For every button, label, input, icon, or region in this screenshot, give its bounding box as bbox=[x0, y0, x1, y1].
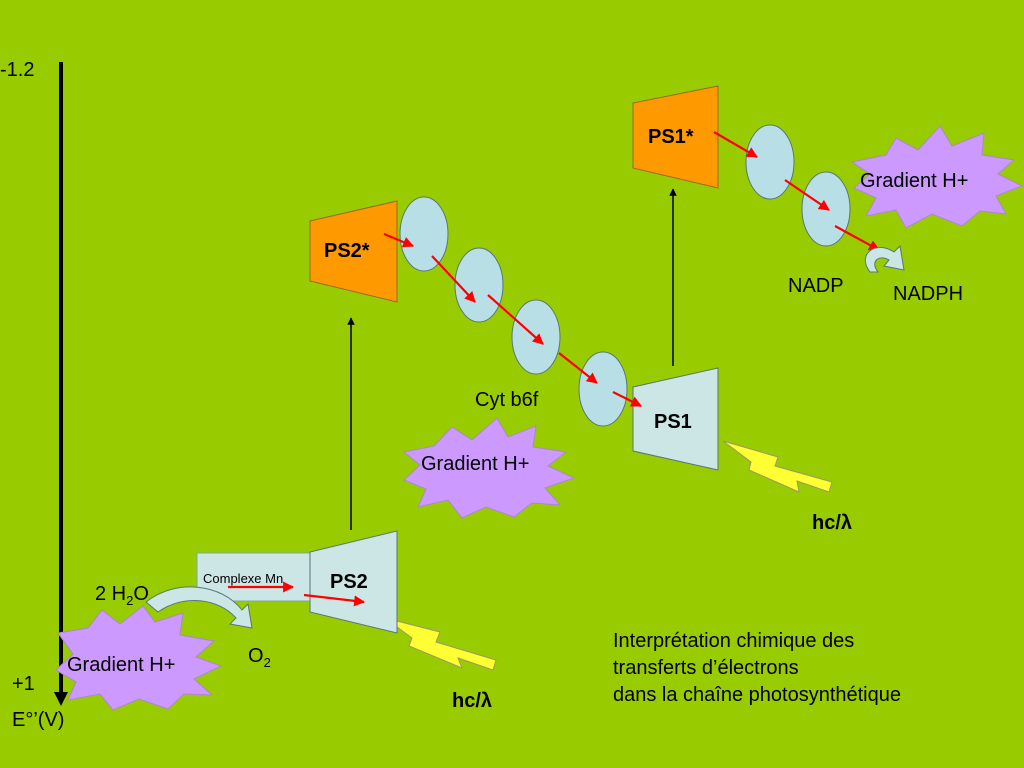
gradient-left-label: Gradient H+ bbox=[67, 654, 175, 676]
carrier-2 bbox=[454, 247, 504, 323]
cyt-b6f-label: Cyt b6f bbox=[475, 389, 539, 411]
oxygen-label: O2 bbox=[248, 645, 271, 670]
ps1-label: PS1 bbox=[654, 411, 692, 433]
carrier-1 bbox=[399, 196, 449, 272]
caption-line-1: Interprétation chimique des bbox=[613, 630, 855, 652]
electron-arrows bbox=[228, 131, 880, 607]
caption: Interprétation chimique des transferts d… bbox=[613, 628, 1013, 709]
gradient-burst-left bbox=[55, 605, 223, 711]
electron-arrow-ps2 bbox=[303, 593, 366, 607]
electron-arrow-5 bbox=[612, 391, 642, 407]
axis-bottom-label: +1 bbox=[12, 673, 35, 695]
electron-arrow-1 bbox=[383, 232, 415, 248]
lightning-ps2-icon bbox=[384, 617, 497, 671]
water-oxidation-arrow-icon bbox=[145, 586, 253, 629]
axis-top-label: -1.2 bbox=[0, 59, 34, 81]
gradient-burst-right bbox=[850, 125, 1024, 229]
carrier-4 bbox=[578, 351, 628, 427]
gradient-burst-middle bbox=[402, 417, 576, 519]
electron-arrow-8 bbox=[834, 225, 880, 251]
ps1-excited-complex bbox=[632, 85, 719, 189]
axis-arrow-icon bbox=[54, 692, 68, 706]
energy-axis bbox=[54, 62, 68, 706]
nadp-reduction-arrow-icon bbox=[864, 244, 905, 273]
electron-arrow-7 bbox=[784, 179, 830, 211]
caption-line-3: dans la chaîne photosynthétique bbox=[613, 684, 901, 706]
axis-unit-label: E°’(V) bbox=[12, 709, 64, 731]
ps2-complex bbox=[309, 530, 398, 634]
light-ps2-label: hc/λ bbox=[452, 690, 492, 712]
ps1-complex bbox=[632, 367, 719, 471]
gradient-right-label: Gradient H+ bbox=[860, 170, 968, 192]
carrier-5 bbox=[745, 124, 795, 200]
ps2-label: PS2 bbox=[330, 571, 368, 593]
ps2-excited-label: PS2* bbox=[324, 240, 370, 262]
nadph-label: NADPH bbox=[893, 283, 963, 305]
ps2-excited-complex bbox=[309, 200, 398, 303]
lightning-ps1-icon bbox=[722, 440, 833, 493]
electron-arrow-4 bbox=[558, 352, 598, 384]
ps1-excited-label: PS1* bbox=[648, 126, 694, 148]
gradient-middle-label: Gradient H+ bbox=[421, 453, 529, 475]
nadp-label: NADP bbox=[788, 275, 844, 297]
light-ps1-label: hc/λ bbox=[812, 512, 852, 534]
electron-arrow-3 bbox=[487, 294, 544, 345]
electron-arrow-6 bbox=[713, 131, 758, 158]
electron-arrow-2 bbox=[431, 255, 476, 303]
caption-line-2: transferts d’électrons bbox=[613, 657, 799, 679]
complexe-mn-label: Complexe Mn bbox=[203, 571, 283, 586]
water-label: 2 H2O bbox=[95, 583, 149, 608]
